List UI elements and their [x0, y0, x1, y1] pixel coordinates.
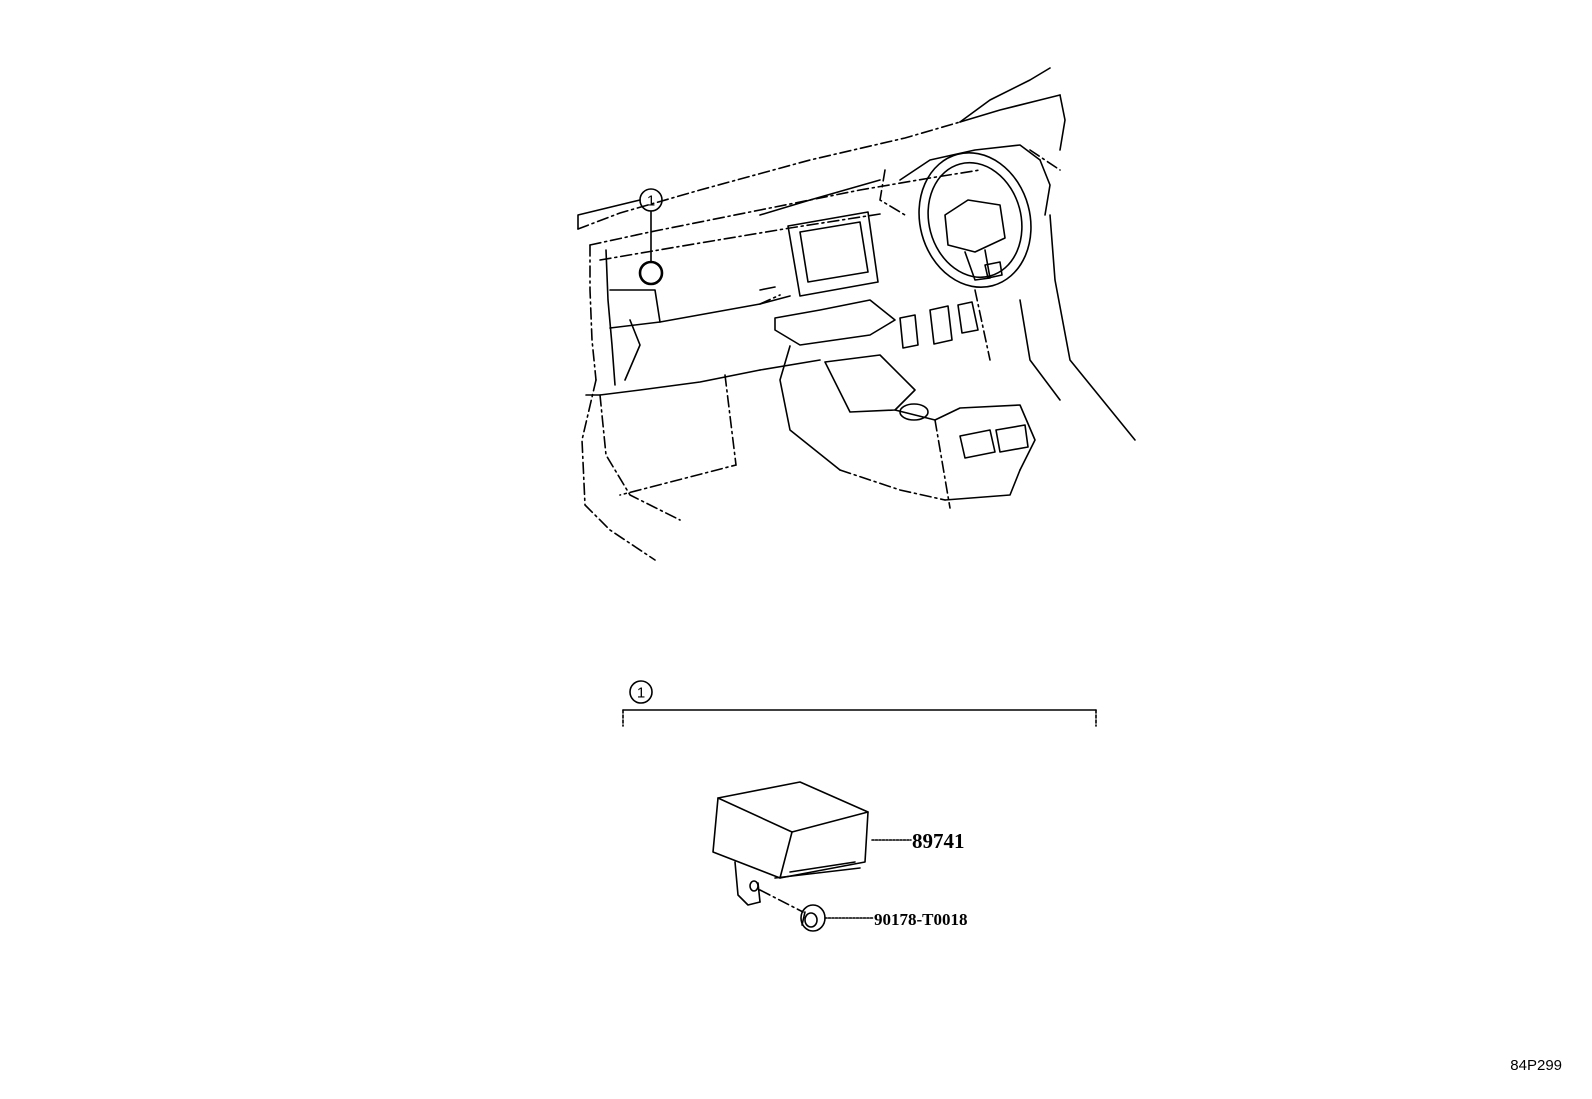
callout-lower-number: 1	[637, 685, 645, 702]
callout-upper: 1	[639, 188, 663, 212]
detail-bracket	[622, 709, 1097, 727]
illustration-reference-code: 84P299	[1510, 1057, 1562, 1074]
nut-90178-drawing	[800, 904, 874, 932]
vehicle-interior-illustration	[577, 67, 1136, 561]
part-number-90178-T0018: 90178-T0018	[874, 910, 968, 929]
module-89741-drawing	[712, 781, 912, 913]
part-number-89741: 89741	[912, 829, 965, 853]
callout-upper-number: 1	[647, 193, 655, 210]
callout-lower: 1	[629, 680, 653, 704]
